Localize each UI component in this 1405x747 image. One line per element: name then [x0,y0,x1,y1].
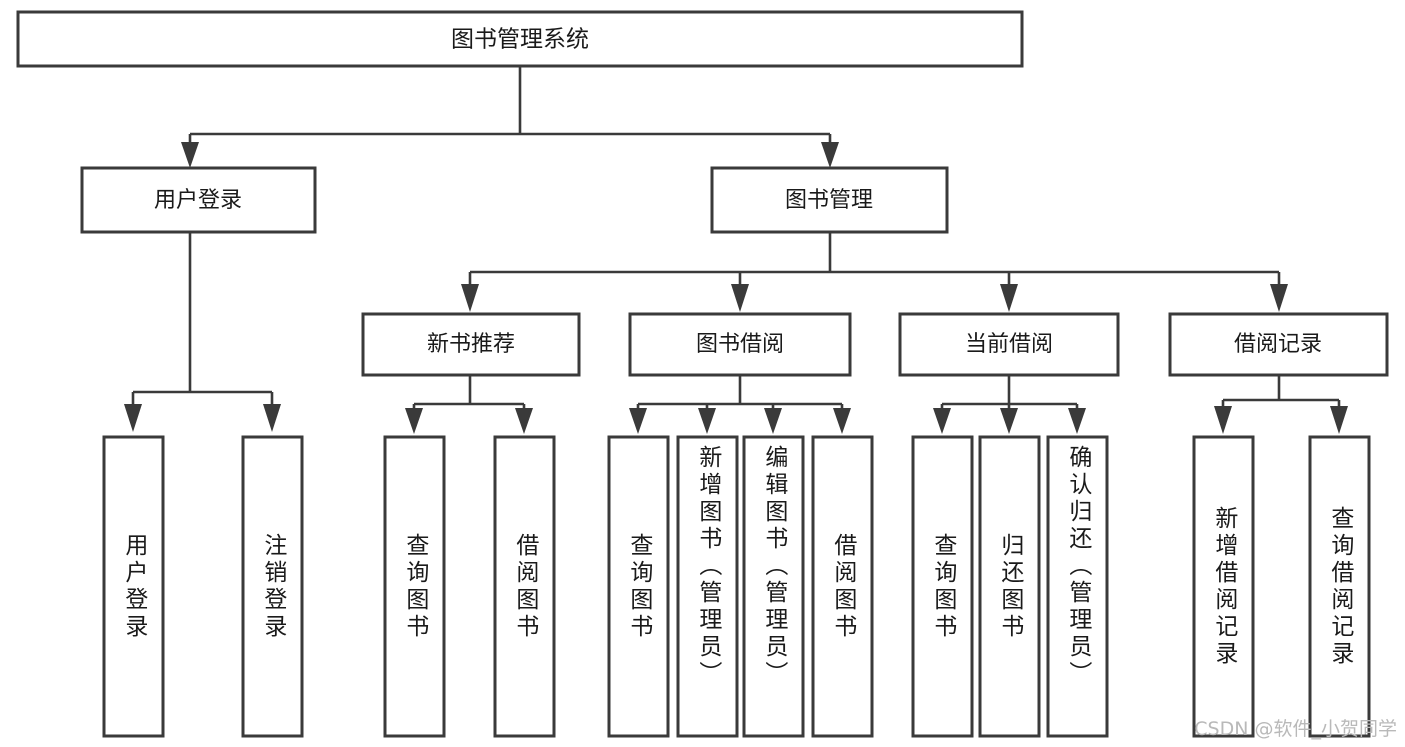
connector-group-bookborrow-to-leaves [629,375,851,434]
connector-group-root-to-level2 [181,66,839,168]
node-new-book-recommend-label: 新书推荐 [427,332,515,357]
node-root[interactable]: 图书管理系统 [16,10,1024,68]
arrow-borrowrecord-leaf1 [1214,406,1232,434]
node-root-label: 图书管理系统 [451,27,589,53]
node-borrow-record[interactable]: 借阅记录 [1168,312,1389,377]
arrow-borrowrecord-leaf2 [1330,406,1348,434]
watermark-text: CSDN @软件_小贺同学 [1194,718,1397,740]
leaf-box-current-borrow-1[interactable] [911,435,974,738]
node-root-box[interactable] [16,10,1024,68]
connector-group-userlogin-to-leaves [124,232,281,432]
connector-group-bookmanage-to-level3 [461,232,1288,312]
leaf-box-borrow-record-2[interactable] [1308,435,1371,738]
node-book-borrow-label: 图书借阅 [696,332,784,357]
leaf-box-book-borrow-2[interactable] [676,435,739,738]
leaf-box-current-borrow-2[interactable] [978,435,1041,738]
arrow-currentborrow-leaf3 [1068,408,1086,434]
leaf-box-book-borrow-1[interactable] [607,435,670,738]
arrow-newbook-leaf1 [405,408,423,434]
arrow-newbook-leaf2 [515,408,533,434]
arrow-bookborrow-leaf1 [629,408,647,434]
node-current-borrow[interactable]: 当前借阅 [898,312,1120,377]
arrow-to-newbook [461,284,479,312]
arrow-to-book-manage [821,142,839,168]
arrow-userlogin-leaf1 [124,404,142,432]
connector-group-currentborrow-to-leaves [933,375,1086,434]
node-user-login-label: 用户登录 [154,188,242,213]
node-book-manage-box[interactable] [710,166,949,234]
arrow-bookborrow-leaf4 [833,408,851,434]
node-book-manage[interactable]: 图书管理 [710,166,949,234]
leaf-box-user-login-2[interactable] [241,435,304,738]
arrow-currentborrow-leaf2 [1000,408,1018,434]
arrow-to-borrowrecord [1270,284,1288,312]
arrow-currentborrow-leaf1 [933,408,951,434]
node-borrow-record-label: 借阅记录 [1234,332,1322,357]
node-current-borrow-box[interactable] [898,312,1120,377]
arrow-to-user-login [181,142,199,168]
node-user-login-box[interactable] [80,166,317,234]
connector-group-borrowrecord-to-leaves [1214,375,1348,434]
node-new-book-recommend-box[interactable] [361,312,581,377]
arrow-userlogin-leaf2 [263,404,281,432]
leaf-box-borrow-record-1[interactable] [1192,435,1255,738]
leaf-box-book-borrow-3[interactable] [742,435,805,738]
node-user-login[interactable]: 用户登录 [80,166,317,234]
node-borrow-record-box[interactable] [1168,312,1389,377]
node-current-borrow-label: 当前借阅 [965,332,1053,357]
arrow-to-bookborrow [731,284,749,312]
node-new-book-recommend[interactable]: 新书推荐 [361,312,581,377]
arrow-bookborrow-leaf3 [764,408,782,434]
leaf-box-new-book-1[interactable] [383,435,446,738]
arrow-to-currentborrow [1000,284,1018,312]
node-book-manage-label: 图书管理 [785,188,873,213]
leaf-box-new-book-2[interactable] [493,435,556,738]
leaf-box-user-login-1[interactable] [102,435,165,738]
leaf-box-current-borrow-3[interactable] [1046,435,1109,738]
arrow-bookborrow-leaf2 [698,408,716,434]
node-book-borrow[interactable]: 图书借阅 [628,312,852,377]
leaf-box-book-borrow-4[interactable] [811,435,874,738]
connector-group-newbook-to-leaves [405,375,533,434]
node-book-borrow-box[interactable] [628,312,852,377]
